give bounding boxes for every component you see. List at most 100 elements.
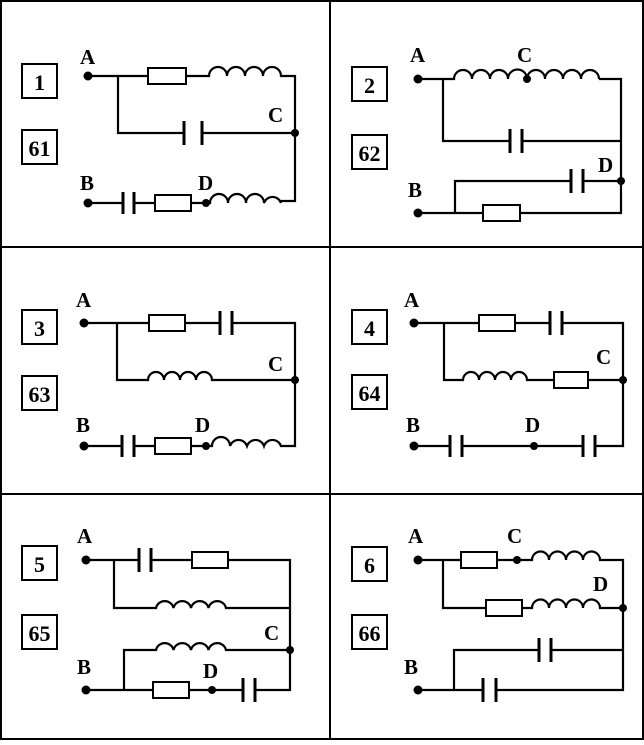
junction-node: [291, 129, 299, 137]
cell-number-box: [21, 545, 58, 581]
cell-code: 61: [29, 136, 51, 161]
cell-code-box: [21, 375, 58, 411]
cell-number: 4: [364, 316, 375, 341]
cell-code: 64: [359, 381, 381, 406]
cell-code-box: [21, 129, 58, 165]
resistor: [478, 314, 516, 332]
cell-code-box: [351, 374, 388, 410]
inductor: [146, 370, 214, 381]
terminal-node: [413, 555, 423, 565]
resistor: [152, 681, 190, 699]
resistor: [482, 204, 521, 222]
cell-code: 65: [29, 621, 51, 646]
junction-node: [523, 75, 531, 83]
inductor: [154, 642, 228, 651]
node-label: A: [77, 524, 93, 548]
node-label: B: [76, 413, 90, 437]
cell-number-box: [351, 546, 388, 582]
cell-code: 66: [359, 621, 381, 646]
resistor: [191, 551, 229, 569]
node-label: D: [593, 572, 608, 596]
junction-node: [286, 646, 294, 654]
cell-code: 62: [359, 141, 381, 166]
cell-number-box: [21, 63, 58, 99]
node-label: C: [596, 345, 611, 369]
terminal-node: [79, 318, 89, 328]
resistor: [147, 67, 187, 85]
resistor: [154, 194, 192, 212]
junction-node: [619, 604, 627, 612]
wires: [412, 321, 625, 448]
terminal-node: [413, 74, 423, 84]
inductor: [207, 65, 283, 77]
junction-node: [291, 376, 299, 384]
inductor: [210, 435, 283, 450]
cell-number: 5: [34, 552, 45, 577]
node-label: A: [76, 288, 92, 312]
node-label: A: [410, 43, 426, 67]
junction-node: [202, 442, 210, 450]
node-label: D: [598, 153, 613, 177]
node-label: A: [404, 288, 420, 312]
cell-number-box: [351, 309, 388, 345]
node-label: A: [80, 45, 96, 69]
node-label: D: [195, 413, 210, 437]
circuit-cell-4: 4 64 A C B D: [351, 288, 627, 457]
cell-code: 63: [29, 382, 51, 407]
node-label: C: [517, 43, 532, 67]
wires: [86, 74, 297, 205]
cell-number: 1: [34, 70, 45, 95]
junction-node: [617, 177, 625, 185]
terminal-node: [81, 685, 91, 695]
wires: [416, 77, 623, 215]
cell-number: 2: [364, 73, 375, 98]
terminal-node: [409, 441, 419, 451]
node-label: C: [268, 352, 283, 376]
junction-node: [202, 199, 210, 207]
cell-code-box: [351, 134, 388, 170]
node-label: D: [525, 413, 540, 437]
node-label: C: [268, 103, 283, 127]
terminal-node: [83, 71, 93, 81]
inductor: [530, 550, 602, 561]
resistor: [485, 599, 523, 617]
inductor: [154, 600, 228, 609]
cell-code-box: [21, 614, 58, 650]
circuit-cell-6: 6 66 A C D B: [351, 524, 627, 702]
inductor: [530, 598, 602, 609]
terminal-node: [83, 198, 93, 208]
node-label: B: [80, 171, 94, 195]
junction-node: [513, 556, 521, 564]
terminal-node: [81, 555, 91, 565]
resistor: [148, 314, 186, 332]
node-label: C: [264, 621, 279, 645]
cell-number: 6: [364, 553, 375, 578]
terminal-node: [409, 318, 419, 328]
resistor: [553, 371, 589, 389]
node-label: A: [408, 524, 424, 548]
cell-number-box: [21, 309, 58, 345]
resistor: [460, 551, 498, 569]
circuit-cell-3: 3 63 A C B D: [21, 288, 299, 457]
node-label: C: [507, 524, 522, 548]
node-label: D: [203, 659, 218, 683]
junction-node: [208, 686, 216, 694]
junction-node: [530, 442, 538, 450]
circuit-cell-5: 5 65 A C B D: [21, 524, 294, 702]
junction-node: [619, 376, 627, 384]
cell-number-box: [351, 66, 388, 102]
inductor: [208, 192, 283, 204]
cell-code-box: [351, 614, 388, 650]
resistor: [154, 437, 192, 455]
node-label: B: [404, 655, 418, 679]
node-label: B: [77, 655, 91, 679]
node-label: D: [198, 171, 213, 195]
cell-number: 3: [34, 316, 45, 341]
node-label: B: [406, 413, 420, 437]
circuit-cell-1: 1 61 A C B D: [21, 45, 299, 214]
wires: [84, 558, 292, 692]
wires: [82, 321, 297, 448]
